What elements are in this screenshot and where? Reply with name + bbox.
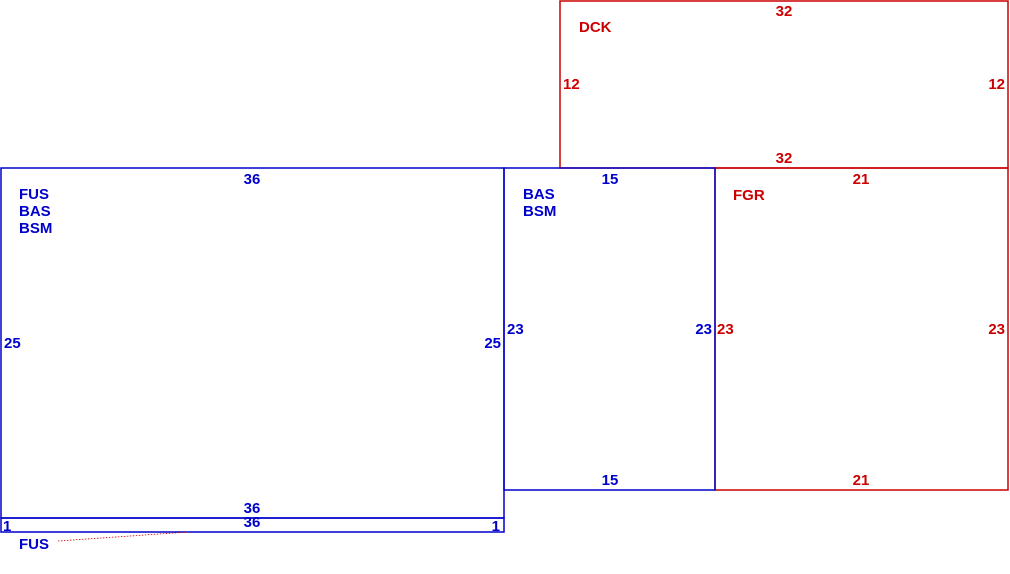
area-mid-dim-right: 23 bbox=[695, 321, 712, 338]
area-fgr-code: FGR bbox=[733, 187, 765, 204]
area-main-dim-bottom: 36 bbox=[244, 500, 261, 517]
area-strip-outline bbox=[0, 517, 505, 533]
area-main-dim-right: 25 bbox=[484, 335, 501, 352]
area-main-code-2: BAS bbox=[19, 203, 51, 220]
area-fgr-dim-top: 21 bbox=[853, 171, 870, 188]
area-fgr-dim-bottom: 21 bbox=[853, 472, 870, 489]
area-main[interactable]: FUS BAS BSM 36 36 25 25 bbox=[0, 167, 505, 519]
area-dck-dim-bottom: 32 bbox=[776, 150, 793, 167]
area-main-code-1: FUS bbox=[19, 186, 49, 203]
area-mid-code-2: BSM bbox=[523, 203, 556, 220]
area-strip-leader-line bbox=[57, 531, 189, 542]
area-mid[interactable]: BAS BSM 15 15 23 23 bbox=[503, 167, 716, 491]
area-strip-dim-right: 1 bbox=[492, 518, 500, 535]
area-mid-code-1: BAS bbox=[523, 186, 555, 203]
area-dck-dim-top: 32 bbox=[776, 3, 793, 20]
area-dck-code: DCK bbox=[579, 19, 612, 36]
area-dck-dim-left: 12 bbox=[563, 76, 580, 93]
area-mid-outline bbox=[503, 167, 716, 491]
area-main-dim-left: 25 bbox=[4, 335, 21, 352]
area-mid-dim-bottom: 15 bbox=[602, 472, 619, 489]
area-strip-code: FUS bbox=[19, 536, 49, 553]
area-fgr-dim-left: 23 bbox=[717, 321, 734, 338]
area-main-code-3: BSM bbox=[19, 220, 52, 237]
area-dck-dim-right: 12 bbox=[988, 76, 1005, 93]
area-main-dim-top: 36 bbox=[244, 171, 261, 188]
area-strip-dim-top: 36 bbox=[244, 514, 261, 531]
area-fgr-dim-right: 23 bbox=[988, 321, 1005, 338]
area-mid-dim-top: 15 bbox=[602, 171, 619, 188]
area-mid-dim-left: 23 bbox=[507, 321, 524, 338]
area-fgr-outline bbox=[714, 167, 1009, 491]
area-fgr[interactable]: FGR 21 21 23 23 bbox=[714, 167, 1009, 491]
area-strip[interactable]: 36 1 1 FUS bbox=[0, 514, 505, 553]
area-strip-dim-left: 1 bbox=[3, 518, 11, 535]
area-dck-outline bbox=[559, 0, 1009, 169]
area-dck[interactable]: DCK 32 32 12 12 bbox=[559, 0, 1009, 169]
area-main-outline bbox=[0, 167, 505, 519]
